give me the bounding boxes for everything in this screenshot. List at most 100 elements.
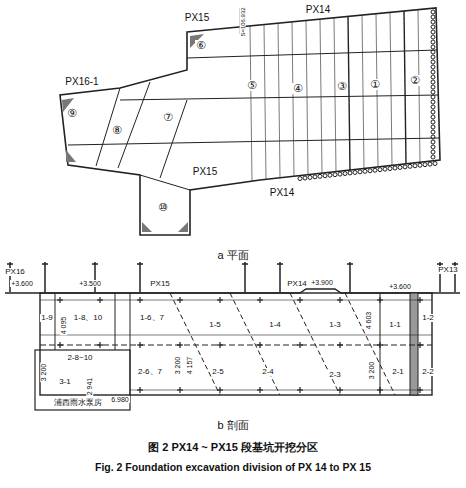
pile-dot	[393, 166, 397, 170]
pile-dot	[338, 172, 342, 176]
pile-dot	[431, 90, 435, 94]
drawing-label: PX15	[184, 13, 210, 23]
pile-dot	[323, 174, 327, 178]
stroke	[452, 263, 458, 265]
drawing-label: Fig. 2 Foundation excavation division of…	[94, 462, 372, 473]
pile-dot	[353, 170, 357, 174]
pile-dot	[431, 80, 435, 84]
drawing-label: 1-3	[328, 321, 342, 329]
stroke	[334, 18, 336, 172]
stroke	[179, 342, 180, 348]
pile-dot	[431, 70, 435, 74]
stroke	[419, 387, 420, 393]
stroke	[419, 297, 420, 303]
drawing-label: ④	[292, 83, 304, 94]
stroke	[279, 262, 281, 292]
pile-dot	[398, 165, 402, 169]
pile-dot	[418, 163, 422, 167]
plan-view	[60, 8, 440, 235]
stroke	[42, 263, 48, 265]
pile-dot	[431, 85, 435, 89]
stroke	[242, 263, 248, 265]
drawing-label: +3.900	[310, 279, 334, 286]
pile-dot	[431, 30, 435, 34]
pile-dot	[373, 168, 377, 172]
stroke	[362, 15, 364, 169]
drawing-label: 1-8、10	[73, 314, 103, 322]
stroke	[277, 263, 283, 265]
drawing-label: ③	[336, 81, 348, 92]
stroke	[139, 387, 140, 393]
pile-dot	[433, 162, 437, 166]
pile-dot	[431, 35, 435, 39]
drawing-label: 1-4	[268, 321, 282, 329]
pile-dot	[431, 55, 435, 59]
drawing-label: 1-5	[208, 321, 222, 329]
drawing-label: 2-8~10	[66, 354, 93, 362]
stroke	[347, 263, 353, 265]
stroke	[44, 262, 46, 292]
stroke	[306, 21, 308, 175]
stroke	[139, 297, 140, 303]
drawing-label: 3-1	[58, 378, 72, 386]
stroke	[59, 342, 60, 348]
pile-dot	[431, 115, 435, 119]
drawing-label: PX16	[4, 268, 26, 276]
pile-dot	[368, 169, 372, 173]
drawing-label: ⑨	[66, 108, 78, 119]
stroke	[92, 263, 98, 265]
stroke	[379, 387, 380, 393]
pile-dot	[423, 163, 427, 167]
pile-dot	[313, 175, 317, 179]
pile-dot	[431, 95, 435, 99]
stroke	[244, 262, 246, 292]
drawing-label: b 剖面	[216, 420, 249, 431]
drawing-label: PX14	[286, 280, 308, 288]
drawing-label: +3.600	[388, 283, 412, 290]
stroke	[379, 297, 380, 303]
drawing-label: 6.980	[110, 396, 130, 403]
stroke	[259, 387, 260, 393]
pile-dot	[431, 135, 435, 139]
drawing-label: ①	[369, 79, 381, 90]
stroke	[139, 262, 141, 292]
stroke	[299, 297, 300, 303]
drawing-label: 2-5	[211, 368, 225, 376]
drawing-label: +3.600	[10, 280, 34, 287]
stroke	[348, 16, 350, 170]
drawing-label: 3 200	[369, 360, 376, 380]
stroke	[349, 262, 351, 292]
drawing-label: PX15	[149, 280, 171, 288]
drawing-label: 1-2	[421, 314, 435, 322]
pile-dot	[308, 175, 312, 179]
pile-dot	[358, 170, 362, 174]
stroke	[278, 23, 280, 178]
pile-dot	[431, 15, 435, 19]
drawing-label: ⑦	[162, 112, 174, 123]
pile-dot	[431, 110, 435, 114]
drawing-label: 4 157	[187, 355, 194, 375]
pile-dot	[388, 167, 392, 171]
drawing-label: a 平面	[216, 250, 249, 261]
stroke	[404, 11, 406, 164]
pile-dot	[431, 40, 435, 44]
stroke	[94, 262, 96, 292]
stroke	[339, 297, 340, 303]
stroke	[219, 297, 220, 303]
stroke	[299, 342, 300, 348]
pile-dot	[431, 60, 435, 64]
stroke	[390, 12, 392, 165]
drawing-label: PX16-1	[64, 77, 99, 87]
drawing-label: ⑥	[195, 40, 207, 51]
stroke	[9, 262, 11, 292]
stroke	[437, 263, 443, 265]
stroke	[259, 297, 260, 303]
stroke	[179, 387, 180, 393]
drawing-label: +3.500	[78, 280, 102, 287]
drawing-label: 1-6、7	[139, 314, 165, 322]
pile-dot	[431, 120, 435, 124]
pile-dot	[431, 155, 435, 159]
stroke	[345, 293, 395, 395]
pile-dot	[431, 20, 435, 24]
